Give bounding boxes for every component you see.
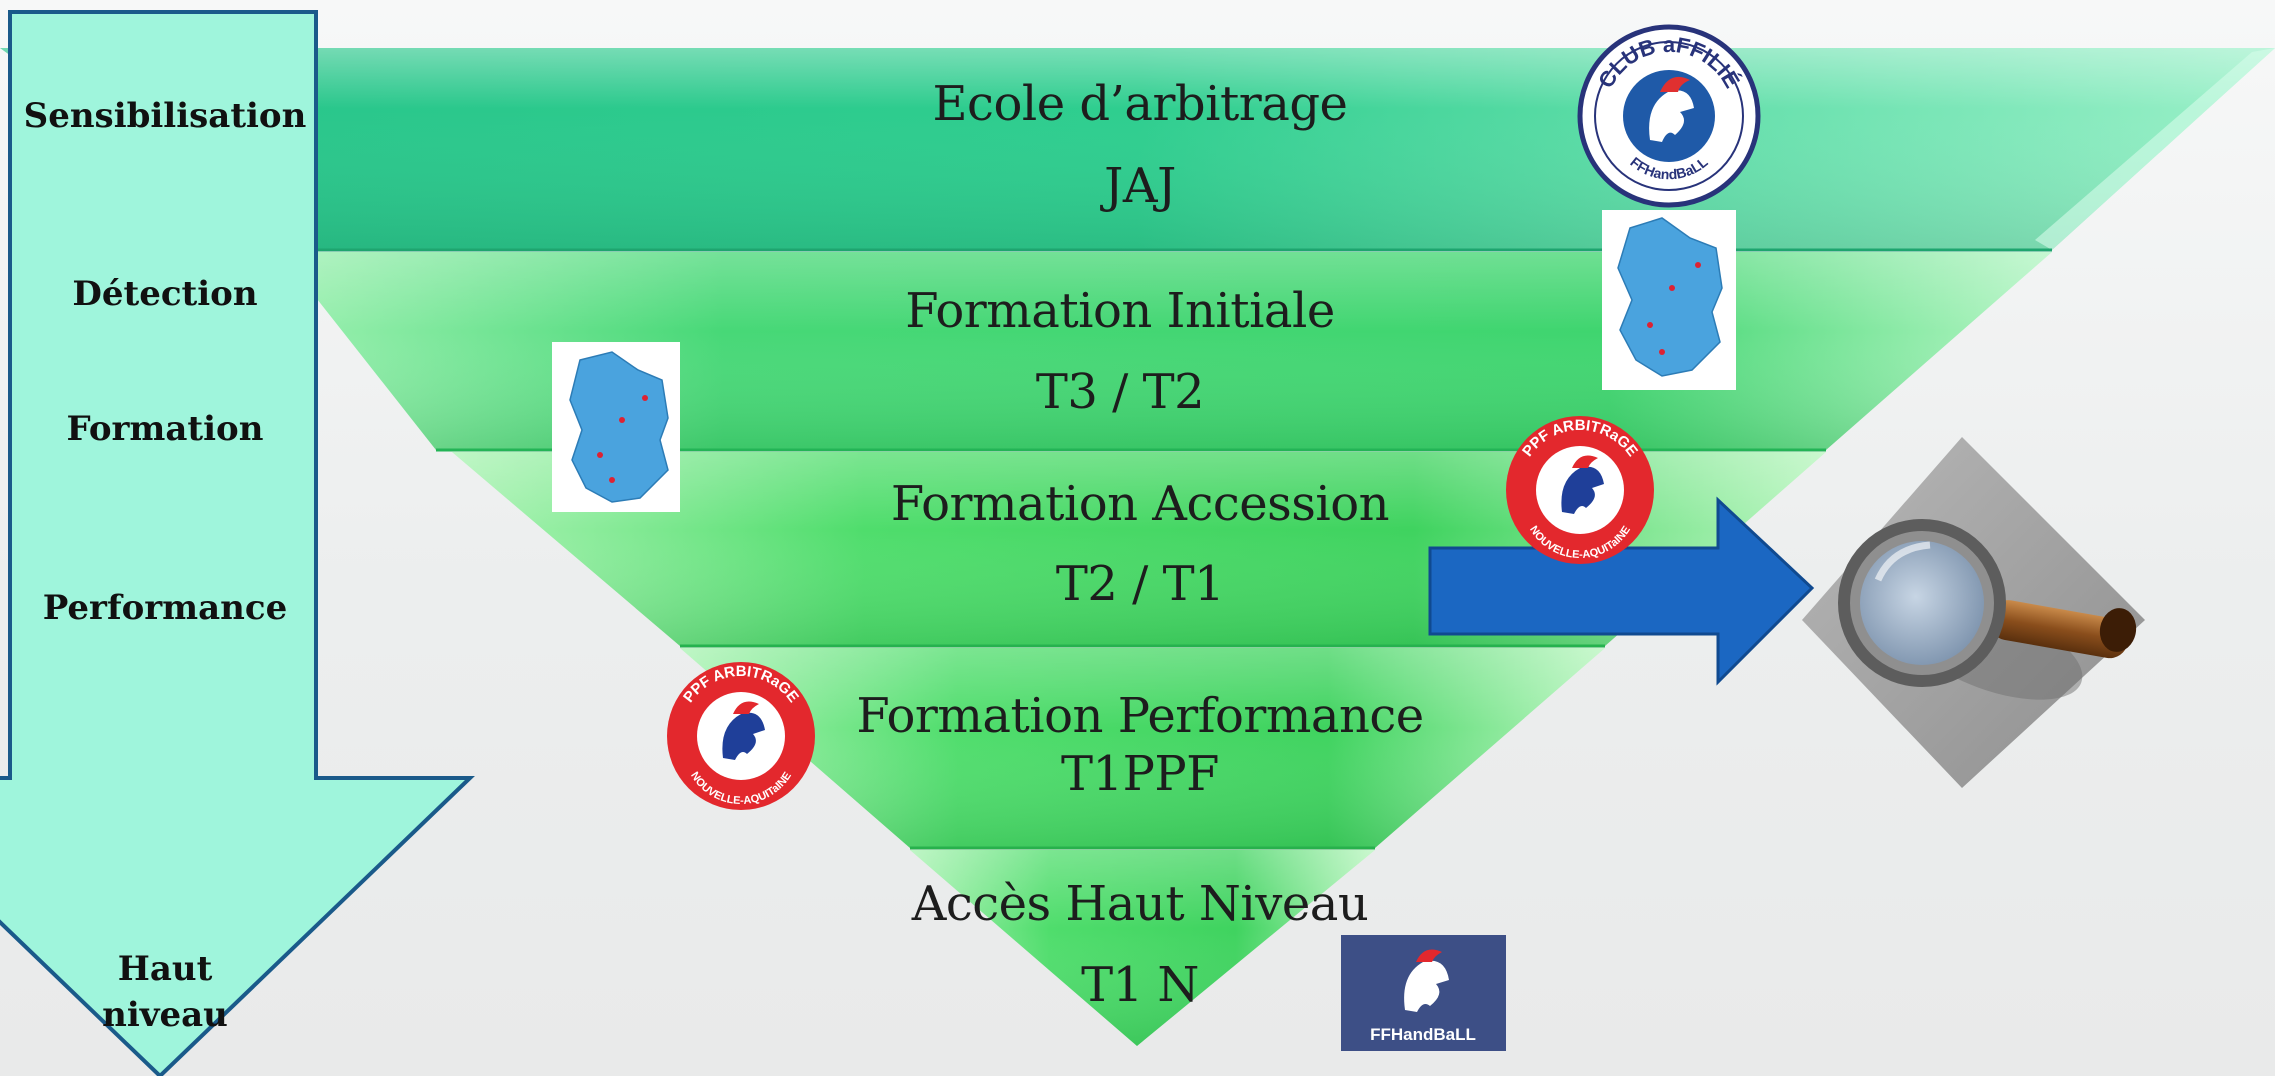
level-1-subtitle: JAJ [1104,158,1176,214]
pyramid-level-4 [680,648,1605,850]
stage-label-performance: Performance [42,588,288,628]
level-2-title: Formation Initiale [905,283,1335,339]
magnifier-image [1802,437,2145,788]
pyramid-level-2 [280,252,2052,452]
club-affilie-logo [1577,24,1761,208]
pyramid-level-5 [910,850,1375,1046]
level-5-title: Accès Haut Niveau [911,876,1369,932]
ppf-arbitrage-logo [667,662,815,810]
ppf-arbitrage-logo [1506,416,1654,564]
region-map-image [552,342,680,512]
stage-label-haut-niveau: Haut niveau [102,949,228,1035]
level-4-title: Formation Performance [856,688,1424,744]
level-1-title: Ecole d’arbitrage [932,76,1348,132]
level-3-subtitle: T2 / T1 [1055,556,1225,612]
level-3-title: Formation Accession [890,476,1390,532]
region-map-image [1602,210,1736,390]
blue-right-arrow [1428,496,1815,686]
stage-label-sensibilisation: Sensibilisation [23,96,307,136]
level-5-subtitle: T1 N [1081,957,1199,1013]
level-4-subtitle: T1PPF [1061,746,1219,802]
stage-down-arrow [0,10,475,1076]
ffhandball-logo [1341,935,1506,1051]
stage-label-formation: Formation [66,409,264,449]
level-2-subtitle: T3 / T2 [1035,364,1205,420]
stage-label-detection: Détection [72,274,258,314]
ffhandball-text: FFHandBaLL [1370,1025,1476,1044]
